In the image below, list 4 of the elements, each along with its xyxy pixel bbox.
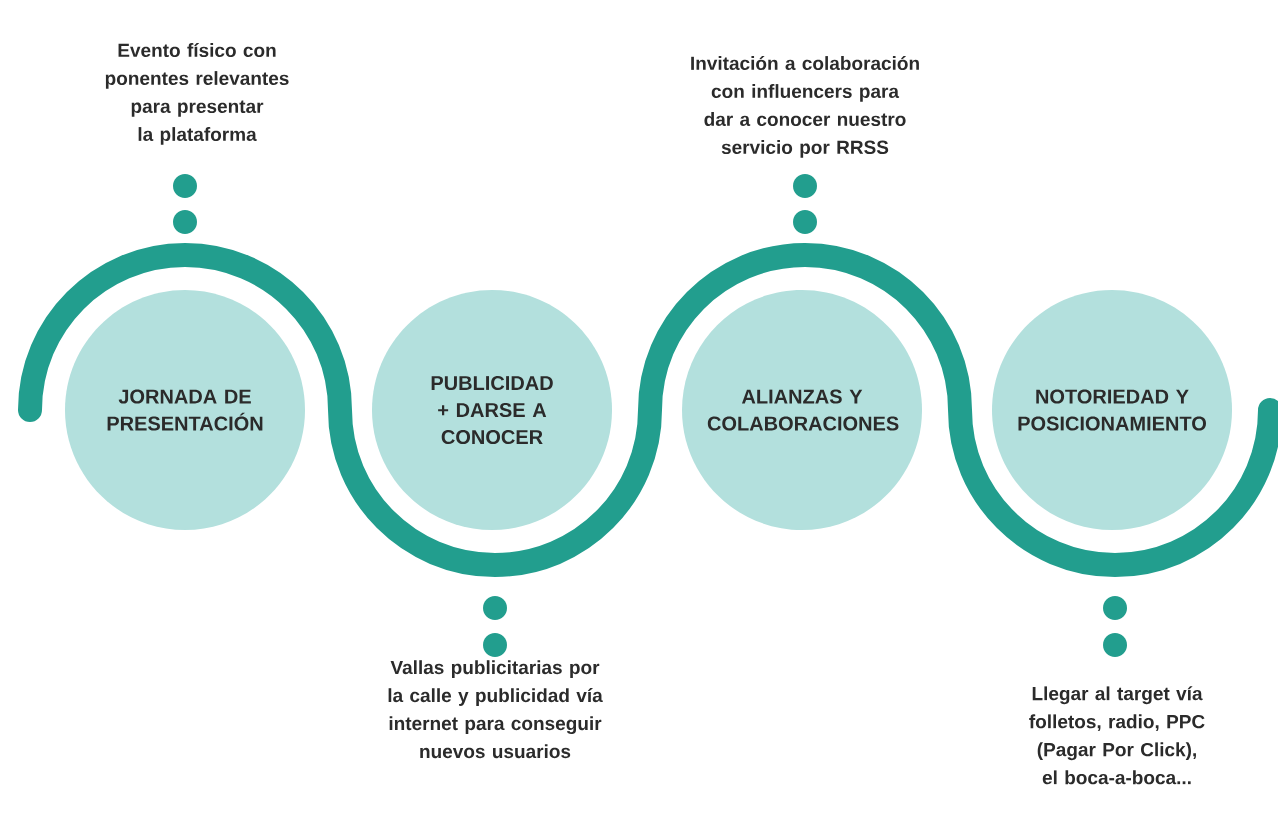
description-text: Vallas publicitarias por la calle y publicidad vía internet para conseguir nuevos usuarios [388,660,603,759]
description-text: Invitación a colaboración con influencers para dar a conocer nuestro servicio por RRSS [691,55,919,158]
description-text: Evento físico con ponentes relevantes para presentar la plataforma [105,42,289,145]
description-text: Llegar al target vía folletos, radio, PPC (Pagar Por Click), el boca-a-boca... [1029,686,1205,785]
